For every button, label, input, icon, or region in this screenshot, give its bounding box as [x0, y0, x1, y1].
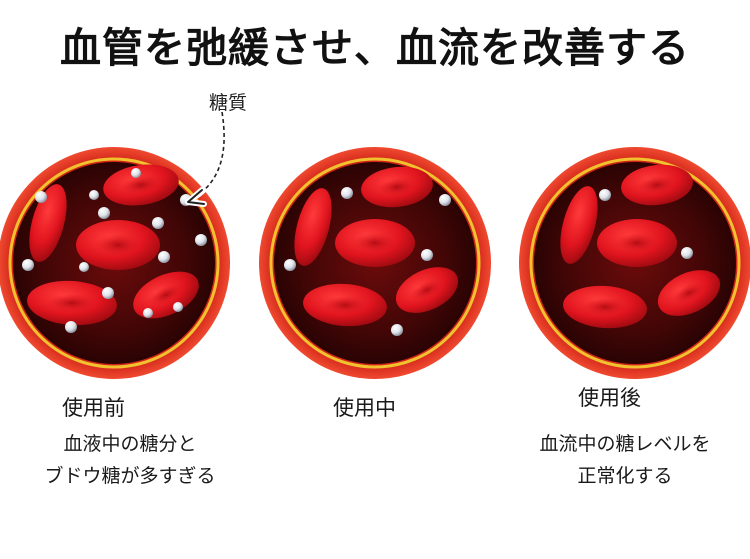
stage-label-during: 使用中: [333, 396, 396, 420]
vessel-rim: [529, 157, 741, 369]
sugar-label: 糖質: [209, 92, 248, 114]
red-blood-cells: [560, 164, 721, 329]
vessel-rim: [269, 157, 481, 369]
sugar-particles: [22, 168, 207, 333]
note-before: 血液中の糖分と ブドウ糖が多すぎる: [10, 428, 250, 492]
note-line: 血流中の糖レベルを: [539, 433, 711, 455]
page-title: 血管を弛緩させ、血流を改善する: [60, 24, 690, 72]
red-blood-cells: [294, 166, 459, 327]
note-line: ブドウ糖が多すぎる: [44, 465, 216, 487]
vessel-rim: [8, 157, 220, 369]
stage-label-before: 使用前: [62, 396, 125, 420]
note-line: 正常化する: [577, 465, 673, 487]
note-line: 血液中の糖分と: [63, 433, 197, 455]
red-blood-cells: [27, 164, 199, 326]
stage-label-after: 使用後: [578, 386, 641, 410]
sugar-pointer-arrow: [185, 110, 227, 207]
vessel-before: [0, 145, 232, 381]
sugar-particles: [284, 187, 451, 336]
vessel-during: [257, 145, 493, 381]
sugar-particles: [599, 189, 693, 259]
note-after: 血流中の糖レベルを 正常化する: [500, 428, 750, 492]
vessel-after: [517, 145, 750, 381]
